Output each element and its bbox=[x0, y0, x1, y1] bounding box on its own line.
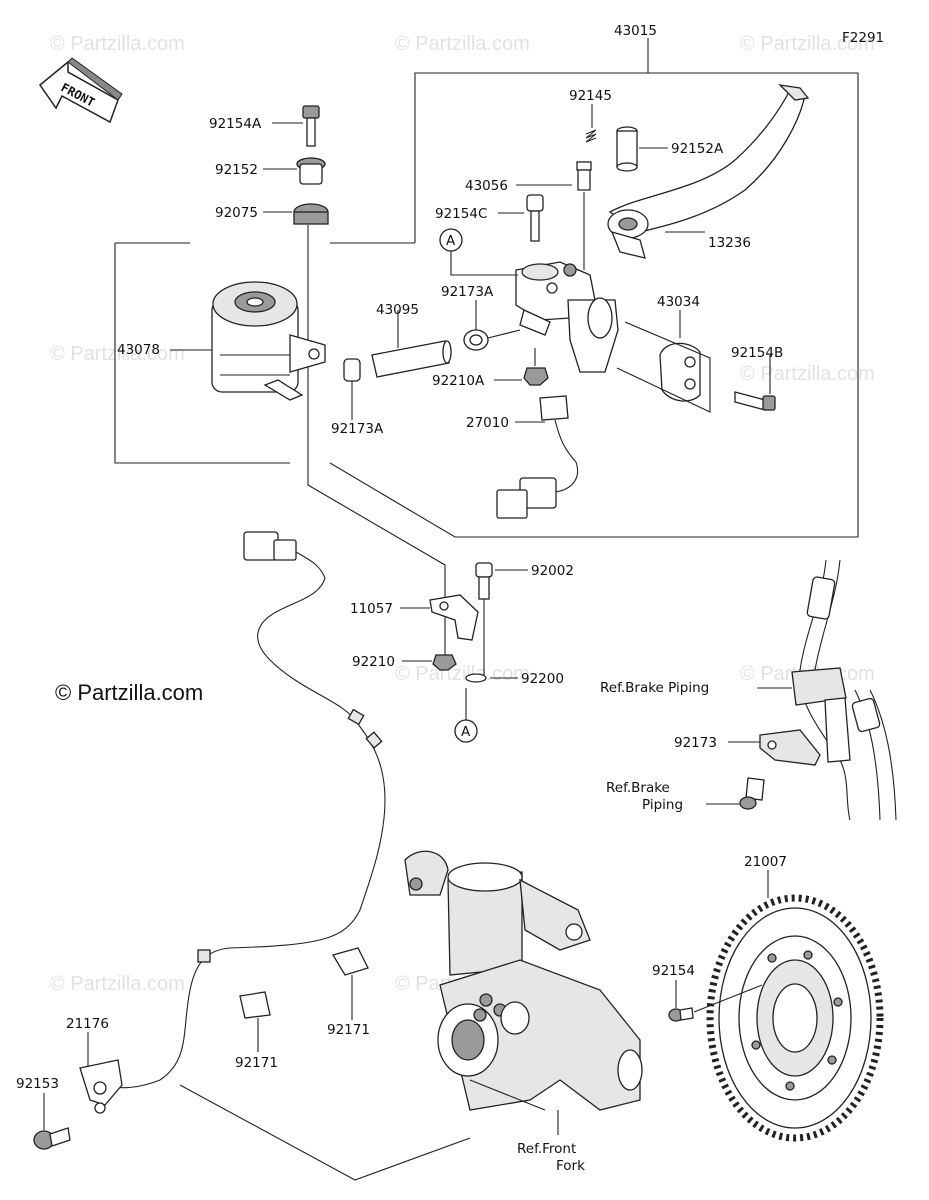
spring-92145 bbox=[585, 104, 597, 143]
part-number: 92152A bbox=[671, 141, 724, 157]
clamp-92171-right bbox=[332, 947, 369, 1020]
hose-43095 bbox=[371, 310, 452, 378]
part-number: 92210A bbox=[432, 373, 485, 389]
part-number: 92171 bbox=[235, 1055, 278, 1071]
ref-brake-piping-label-line1: Ref.Brake bbox=[606, 780, 670, 796]
washer-92200 bbox=[465, 673, 518, 683]
leader-fork bbox=[179, 1084, 471, 1181]
callout-a-top: A bbox=[439, 228, 518, 276]
watermark: © Partzilla.com bbox=[740, 33, 875, 55]
part-number: 92210 bbox=[352, 654, 395, 670]
part-number: 13236 bbox=[708, 235, 751, 251]
clip-92173A-upper bbox=[463, 300, 521, 351]
watermark: © Partzilla.com bbox=[50, 343, 185, 365]
part-number: 43056 bbox=[465, 178, 508, 194]
front-arrow: FRONT bbox=[38, 57, 123, 124]
collar-92152 bbox=[263, 157, 326, 185]
part-number: 92173A bbox=[331, 421, 384, 437]
watermark: © Partzilla.com bbox=[740, 363, 875, 385]
sensor-21176 bbox=[79, 1032, 123, 1114]
part-number: 92145 bbox=[569, 88, 612, 104]
part-number: 92154B bbox=[731, 345, 783, 361]
grommet-92075 bbox=[263, 203, 329, 225]
ref-front-fork-label-line1: Ref.Front bbox=[517, 1141, 576, 1157]
ref-front-fork-label-line2: Fork bbox=[556, 1158, 585, 1174]
lever-13236 bbox=[607, 84, 810, 259]
part-number: 27010 bbox=[466, 415, 509, 431]
part-number: 11057 bbox=[350, 601, 393, 617]
bolt-92154A bbox=[272, 105, 320, 147]
part-number: 92152 bbox=[215, 162, 258, 178]
clamp-92171-left bbox=[239, 991, 271, 1052]
part-number: 92154C bbox=[435, 206, 487, 222]
rotor-21007 bbox=[706, 870, 884, 1142]
part-labels: 43015 92145 92152A 43056 92154C 13236 92… bbox=[16, 23, 787, 1174]
callout-marker: A bbox=[461, 724, 471, 740]
switch-27010 bbox=[496, 395, 578, 519]
master-cylinder-body bbox=[515, 192, 619, 373]
leader-92075 bbox=[307, 225, 446, 660]
part-number: 21007 bbox=[744, 854, 787, 870]
reservoir-43078 bbox=[170, 281, 326, 401]
watermark: © Partzilla.com bbox=[395, 33, 530, 55]
part-number: 92171 bbox=[327, 1022, 370, 1038]
part-number: 43078 bbox=[117, 342, 160, 358]
sensor-wire bbox=[104, 531, 386, 1089]
bracket-11057 bbox=[400, 594, 479, 641]
part-number: 43015 bbox=[614, 23, 657, 39]
part-number: 92173A bbox=[441, 284, 494, 300]
bolt-92153 bbox=[33, 1093, 71, 1150]
brake-piping-ref bbox=[757, 559, 897, 821]
bolt-brake-piping bbox=[706, 777, 765, 810]
bolt-92154B bbox=[734, 355, 776, 411]
bolt-92154 bbox=[668, 980, 763, 1022]
front-fork bbox=[404, 850, 643, 1135]
part-number: 92154 bbox=[652, 963, 695, 979]
ref-brake-piping-label: Ref.Brake Piping bbox=[600, 680, 709, 696]
part-number: 92200 bbox=[521, 671, 564, 687]
part-number: 92002 bbox=[531, 563, 574, 579]
watermark: © Partzilla.com bbox=[50, 973, 185, 995]
copyright-notice: © Partzilla.com bbox=[55, 680, 203, 705]
clamp-43034 bbox=[616, 310, 711, 413]
watermark: © Partzilla.com bbox=[50, 33, 185, 55]
bolt-92002 bbox=[475, 562, 528, 680]
callout-a-bottom: A bbox=[454, 688, 478, 743]
ref-brake-piping-label-line2: Piping bbox=[642, 797, 683, 813]
part-number: 92154A bbox=[209, 116, 262, 132]
part-number: 92173 bbox=[674, 735, 717, 751]
watermark: © Partzilla.com bbox=[395, 663, 530, 685]
part-number: 92153 bbox=[16, 1076, 59, 1092]
part-number: 43095 bbox=[376, 302, 419, 318]
nut-92210A bbox=[494, 348, 549, 386]
fitting-43056 bbox=[516, 161, 592, 191]
bolt-92154C bbox=[498, 194, 544, 242]
figure-code: F2291 bbox=[842, 30, 884, 46]
clamp-92173 bbox=[728, 729, 821, 766]
part-number: 21176 bbox=[66, 1016, 109, 1032]
part-number: 43034 bbox=[657, 294, 700, 310]
callout-marker: A bbox=[446, 233, 456, 249]
pin-92152A bbox=[616, 126, 668, 172]
part-number: 92075 bbox=[215, 205, 258, 221]
assembly-outline-43015 bbox=[114, 38, 859, 538]
clip-92173A-lower bbox=[343, 358, 361, 420]
nut-92210 bbox=[402, 654, 457, 671]
